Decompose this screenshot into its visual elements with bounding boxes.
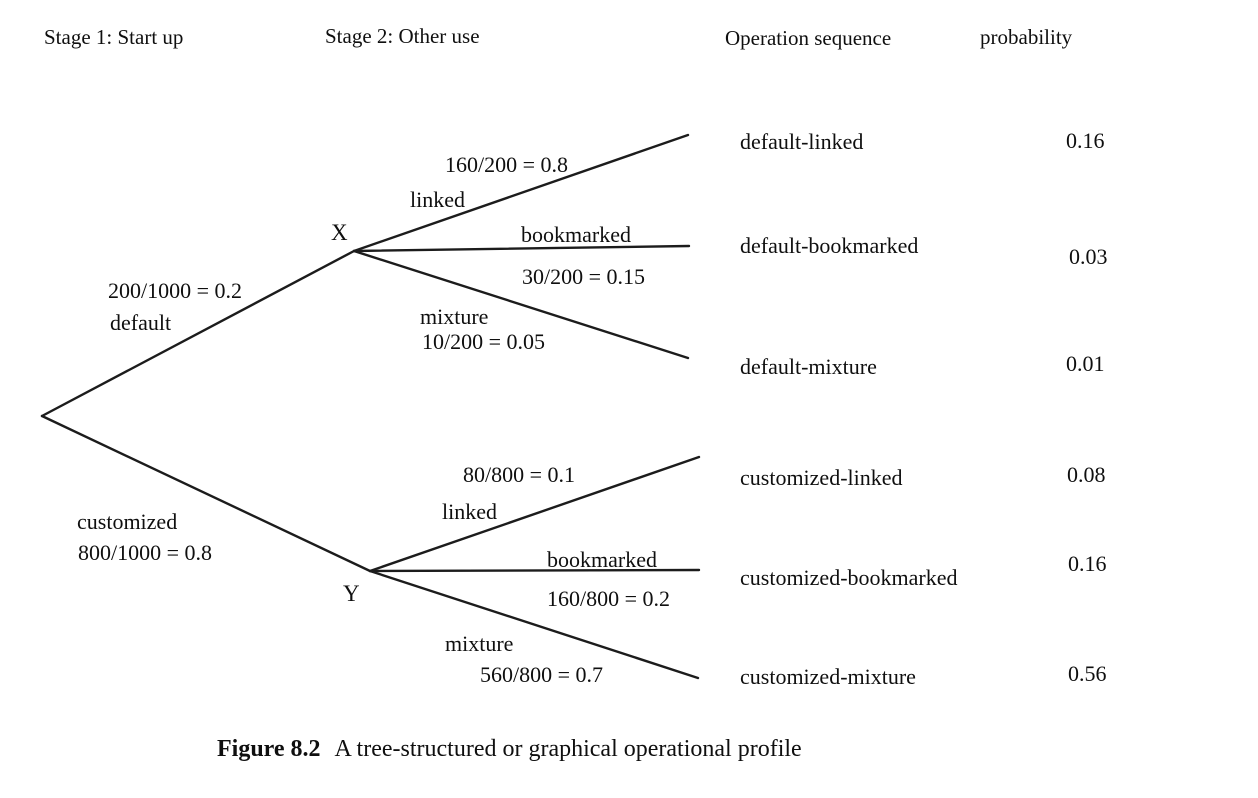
- sequence-default-linked: default-linked: [740, 129, 864, 154]
- default-branch-ratio: 200/1000 = 0.2: [108, 278, 243, 303]
- header-probability: probability: [980, 25, 1073, 49]
- customized-bookmarked-ratio: 160/800 = 0.2: [547, 586, 671, 611]
- probability-default-linked: 0.16: [1066, 128, 1105, 153]
- probability-customized-linked: 0.08: [1067, 462, 1106, 487]
- customized-branch-ratio: 800/1000 = 0.8: [78, 540, 213, 565]
- default-branch-label: default: [110, 310, 172, 335]
- default-bookmarked-label: bookmarked: [521, 222, 631, 247]
- branch-line-default-mixture: [352, 249, 690, 360]
- default-linked-ratio: 160/200 = 0.8: [445, 152, 569, 177]
- probability-customized-bookmarked: 0.16: [1068, 551, 1107, 576]
- figure-caption-label: Figure 8.2: [217, 736, 321, 762]
- sequence-default-mixture: default-mixture: [740, 354, 877, 379]
- default-linked-label: linked: [410, 187, 465, 212]
- customized-bookmarked-label: bookmarked: [547, 547, 657, 572]
- default-mixture-label: mixture: [420, 304, 489, 329]
- probability-customized-mixture: 0.56: [1068, 661, 1107, 686]
- customized-mixture-label: mixture: [445, 631, 514, 656]
- branch-line-customized-linked: [368, 455, 701, 573]
- probability-default-bookmarked: 0.03: [1069, 244, 1108, 269]
- sequence-customized-mixture: customized-mixture: [740, 664, 916, 689]
- node-y-label: Y: [343, 581, 360, 606]
- node-x-label: X: [331, 220, 348, 245]
- default-mixture-ratio: 10/200 = 0.05: [422, 329, 546, 354]
- customized-mixture-ratio: 560/800 = 0.7: [480, 662, 604, 687]
- probability-default-mixture: 0.01: [1066, 351, 1105, 376]
- customized-linked-ratio: 80/800 = 0.1: [463, 462, 576, 487]
- branch-line-customized-bookmarked: [368, 568, 701, 573]
- branch-line-customized-mixture: [368, 569, 700, 680]
- branch-line-default-linked: [352, 133, 690, 253]
- sequence-default-bookmarked: default-bookmarked: [740, 233, 919, 258]
- default-bookmarked-ratio: 30/200 = 0.15: [522, 264, 646, 289]
- sequence-customized-bookmarked: customized-bookmarked: [740, 565, 958, 590]
- branch-line-customized: [40, 414, 372, 573]
- header-stage2: Stage 2: Other use: [325, 24, 480, 48]
- sequence-customized-linked: customized-linked: [740, 465, 903, 490]
- figure-caption-text: A tree-structured or graphical operation…: [334, 736, 802, 762]
- customized-branch-label: customized: [77, 509, 178, 534]
- customized-linked-label: linked: [442, 499, 497, 524]
- branch-line-default: [40, 249, 356, 418]
- header-stage1: Stage 1: Start up: [44, 25, 184, 49]
- branch-line-default-bookmarked: [352, 244, 691, 253]
- header-operation-sequence: Operation sequence: [725, 26, 892, 50]
- figure-caption: Figure 8.2 A tree-structured or graphical…: [217, 736, 802, 763]
